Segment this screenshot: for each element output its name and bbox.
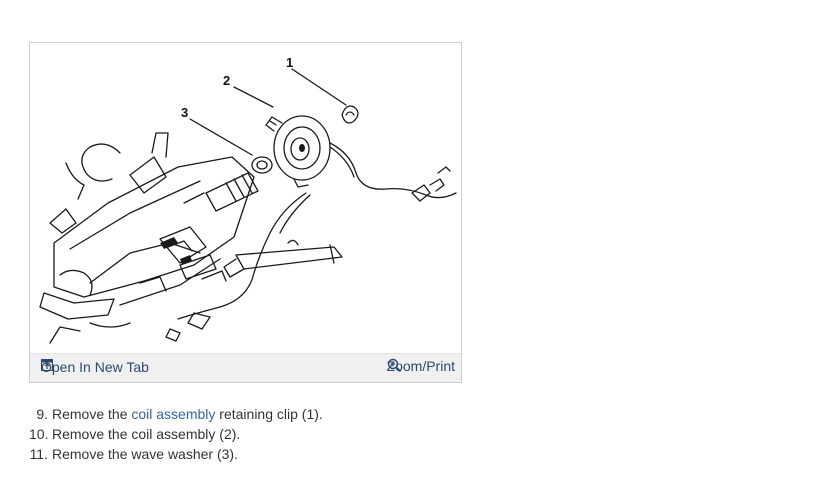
step-text: Remove the [52,406,132,422]
coil-assembly-link[interactable]: coil assembly [131,406,216,422]
open-in-new-tab-icon [41,359,53,371]
figure-toolbar: Open In New Tab Zoom/Print [30,353,461,382]
step-9: 9.Remove the coil assembly retaining cli… [29,404,323,424]
magnifier-icon [387,358,401,373]
zoom-print-label: Zoom/Print [386,358,455,374]
open-in-new-tab-label: Open In New Tab [41,359,149,375]
open-in-new-tab-link[interactable]: Open In New Tab [41,359,149,375]
step-text: retaining clip (1). [215,406,323,422]
callout-1: 1 [286,55,293,70]
clipped-text-fragment [0,0,815,2]
step-11: 11.Remove the wave washer (3). [29,444,323,464]
step-text: Remove the wave washer (3). [52,446,238,462]
diagram-figure: 1 2 3 Open In New Tab Zoom/Print [29,42,462,383]
step-text: Remove the coil assembly (2). [52,426,241,442]
step-10: 10.Remove the coil assembly (2). [29,424,323,444]
step-number: 10. [29,426,49,442]
instruction-steps: 9.Remove the coil assembly retaining cli… [29,404,323,464]
steering-column-diagram: 1 2 3 [39,55,457,344]
callout-3: 3 [181,105,188,120]
zoom-print-link[interactable]: Zoom/Print [387,358,455,374]
step-number: 11. [29,446,48,462]
callout-2: 2 [223,73,230,88]
step-number: 9. [36,406,48,422]
